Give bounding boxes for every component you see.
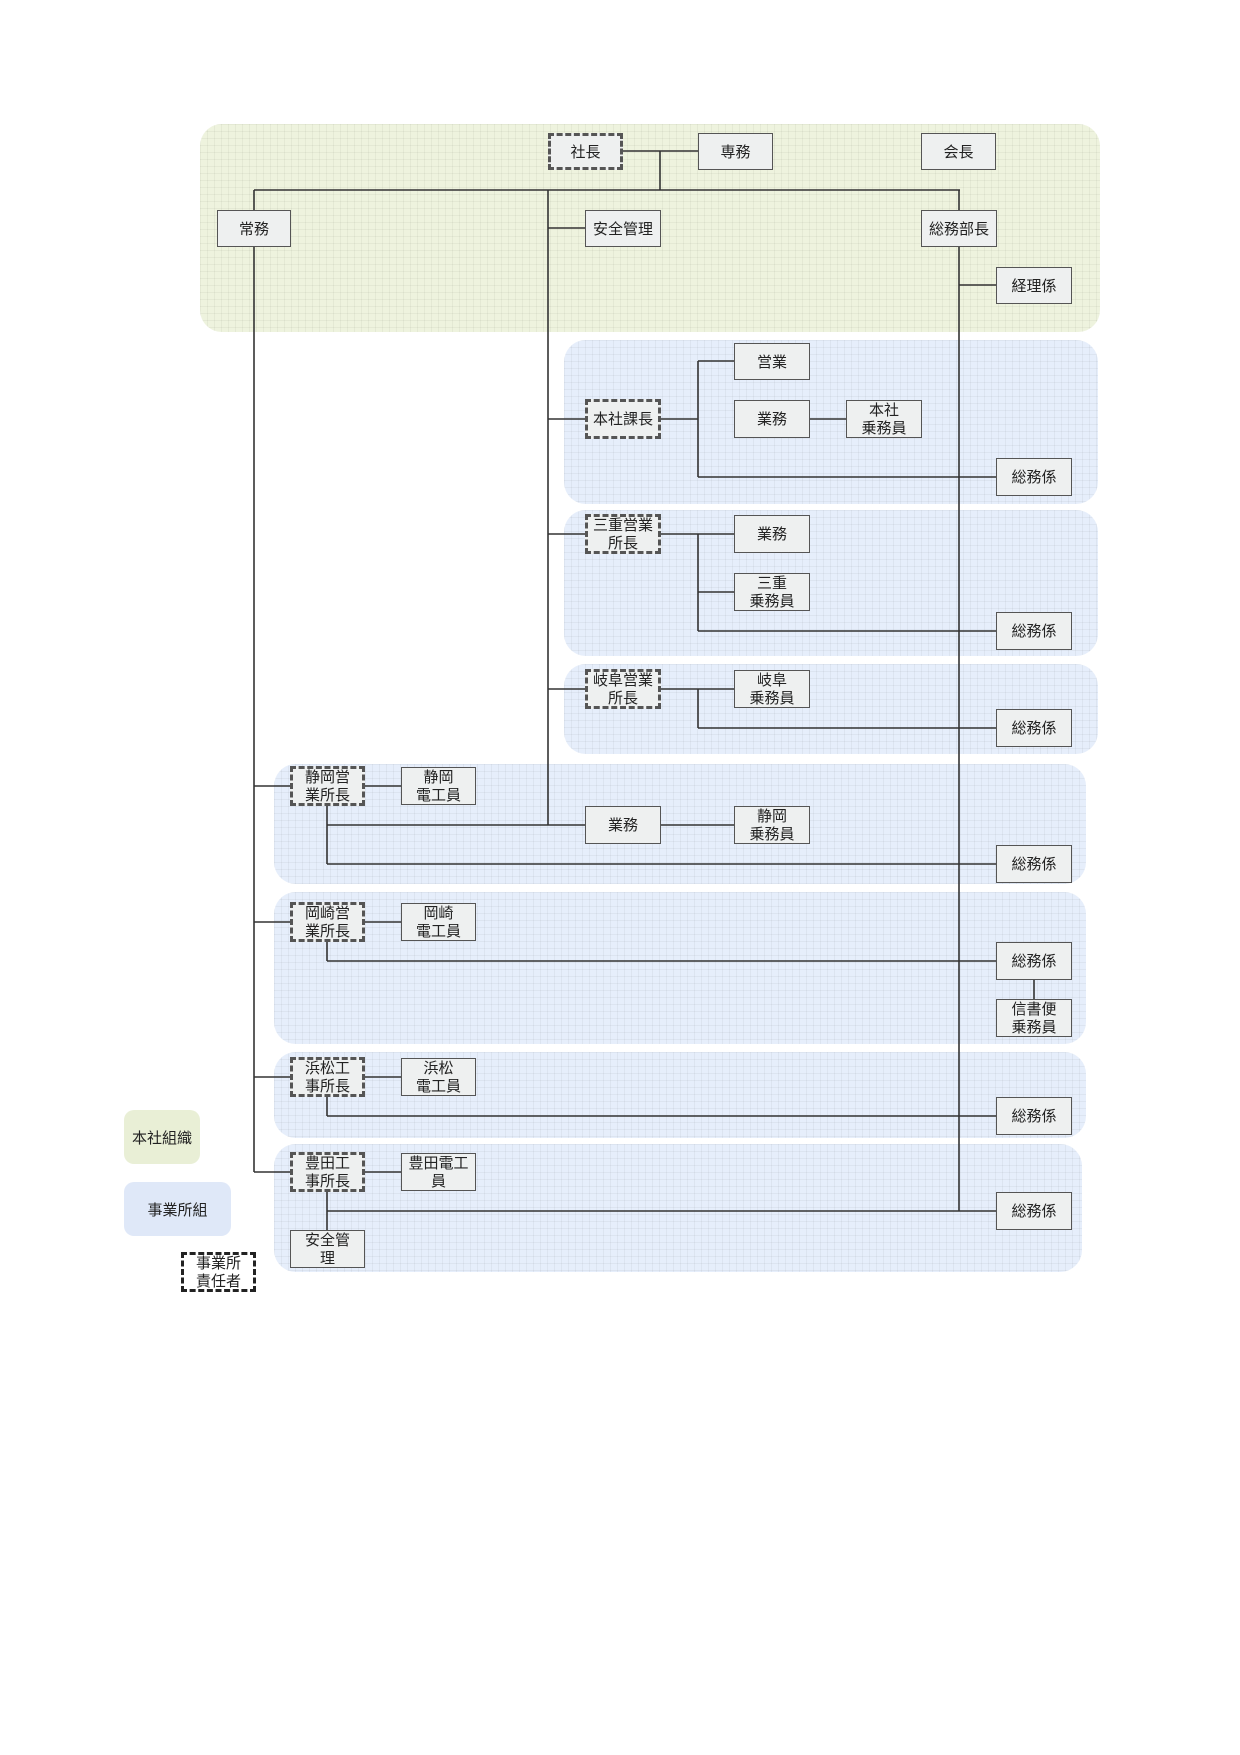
node-hq-operations: 業務	[734, 400, 810, 438]
node-mie-manager: 三重営業 所長	[585, 514, 661, 554]
node-senmu: 専務	[698, 133, 773, 170]
node-okazaki-general-affairs: 総務係	[996, 942, 1072, 980]
node-okazaki-electrician: 岡崎 電工員	[401, 903, 476, 941]
legend-site: 事業所組	[124, 1182, 231, 1236]
node-president: 社長	[548, 133, 623, 170]
node-shizuoka-electrician: 静岡 電工員	[401, 767, 476, 805]
node-toyota-manager: 豊田工 事所長	[290, 1152, 365, 1192]
node-hamamatsu-electrician: 浜松 電工員	[401, 1058, 476, 1096]
node-shizuoka-operations: 業務	[585, 806, 661, 844]
node-gifu-general-affairs: 総務係	[996, 709, 1072, 747]
node-gm-general-affairs: 総務部長	[921, 210, 997, 247]
node-accounting: 経理係	[996, 267, 1072, 304]
node-toyota-general-affairs: 総務係	[996, 1192, 1072, 1230]
node-hq-crew: 本社 乗務員	[846, 400, 922, 438]
node-mie-operations: 業務	[734, 515, 810, 553]
node-mie-general-affairs: 総務係	[996, 612, 1072, 650]
node-jomu: 常務	[217, 210, 291, 247]
node-toyota-electrician: 豊田電工 員	[401, 1153, 476, 1191]
node-shizuoka-manager: 静岡営 業所長	[290, 766, 365, 806]
node-toyota-safety: 安全管 理	[290, 1230, 365, 1268]
node-chairman: 会長	[921, 133, 996, 170]
node-hamamatsu-manager: 浜松工 事所長	[290, 1057, 365, 1097]
node-hq-sales: 営業	[734, 343, 810, 380]
node-hq-section-chief: 本社課長	[585, 399, 661, 439]
node-safety-hq: 安全管理	[585, 210, 661, 247]
node-gifu-crew: 岐阜 乗務員	[734, 670, 810, 708]
legend-head-office: 本社組織	[124, 1110, 200, 1164]
node-shizuoka-crew: 静岡 乗務員	[734, 806, 810, 844]
legend-site-lead: 事業所 責任者	[181, 1252, 256, 1292]
node-okazaki-courier: 信書便 乗務員	[996, 999, 1072, 1037]
node-hamamatsu-general-affairs: 総務係	[996, 1097, 1072, 1135]
node-mie-crew: 三重 乗務員	[734, 573, 810, 611]
node-okazaki-manager: 岡崎営 業所長	[290, 902, 365, 942]
node-hq-general-affairs: 総務係	[996, 458, 1072, 496]
node-shizuoka-general-affairs: 総務係	[996, 845, 1072, 883]
node-gifu-manager: 岐阜営業 所長	[585, 669, 661, 709]
